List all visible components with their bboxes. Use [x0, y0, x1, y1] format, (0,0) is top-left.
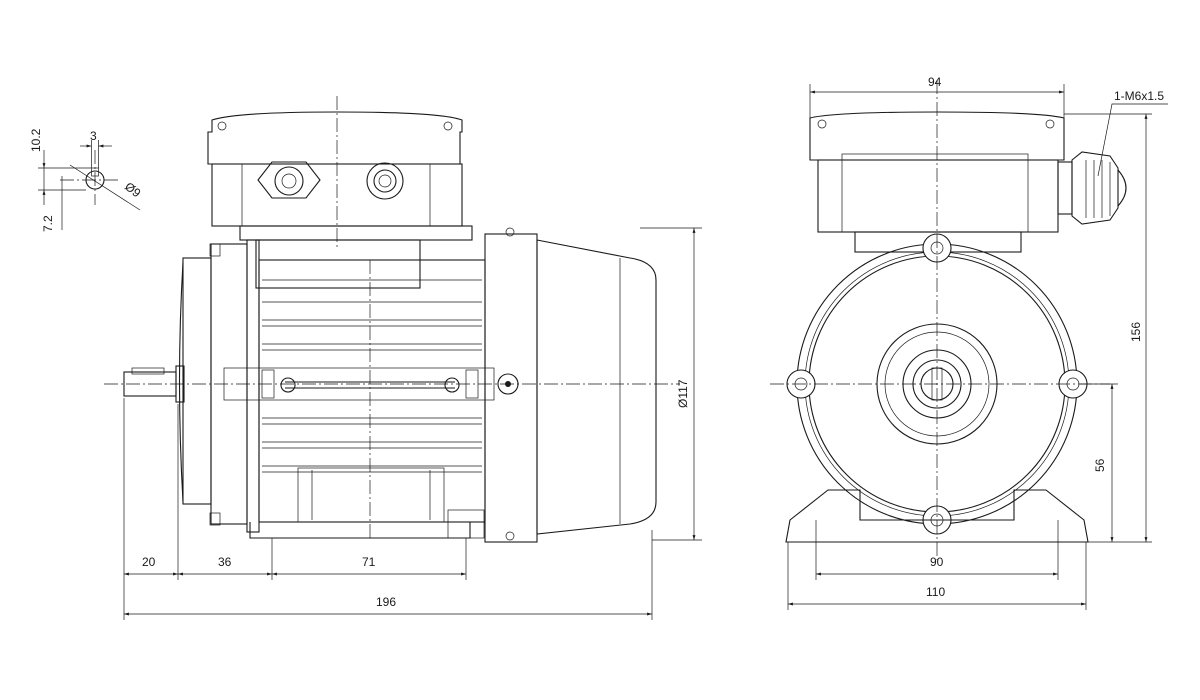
- dim-shaft-diameter: Ø9: [122, 179, 143, 200]
- dim-flange-to-foot: 36: [218, 555, 232, 569]
- dim-cable-gland-thread: 1-M6x1.5: [1114, 89, 1164, 103]
- dim-terminal-box-width: 94: [928, 75, 942, 89]
- side-view-dimensions: [123, 227, 702, 620]
- dim-overall-height: 156: [1129, 322, 1143, 342]
- dim-foot-hole-spacing-side: 71: [362, 555, 376, 569]
- dim-body-diameter: Ø117: [676, 379, 690, 408]
- dim-foot-hole-spacing-front: 90: [930, 555, 944, 569]
- motor-front-view: [770, 80, 1127, 560]
- dim-keyway-height: 10.2: [29, 128, 43, 152]
- dim-shaft-length: 20: [142, 555, 156, 569]
- dim-shaft-center-height: 56: [1093, 458, 1107, 472]
- dim-overall-length: 196: [376, 595, 396, 609]
- shaft-section-detail: [38, 140, 141, 230]
- dim-base-width: 110: [926, 585, 945, 599]
- motor-side-view: [104, 96, 680, 543]
- dim-keyway-width: 3: [90, 129, 97, 143]
- front-view-dimensions: [787, 84, 1168, 610]
- dim-keyway-depth: 7.2: [41, 215, 55, 232]
